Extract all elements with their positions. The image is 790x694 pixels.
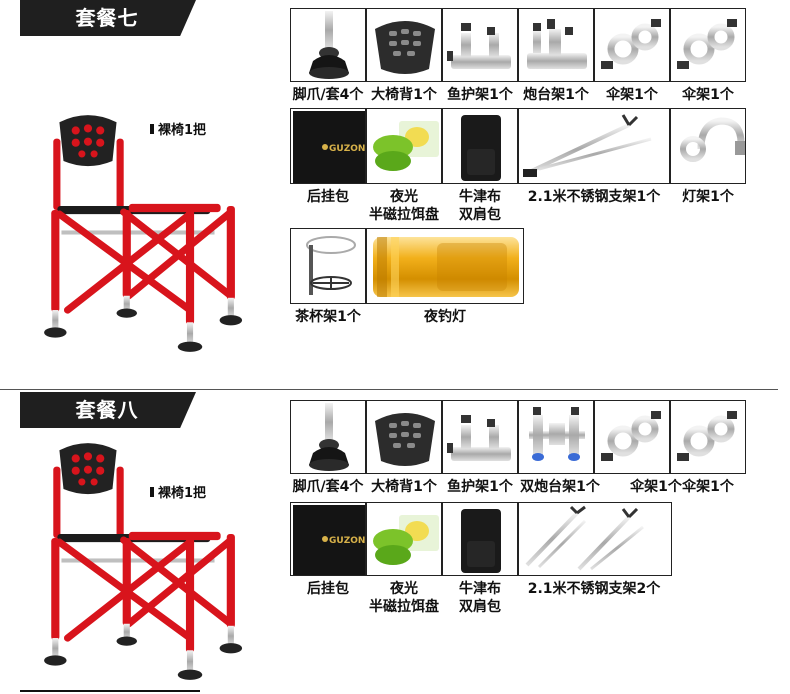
section-title: 套餐八 (75, 398, 139, 422)
package-seven-section: 套餐七 裸椅1把 脚爪/套4个 大椅背1个 (0, 0, 778, 390)
item-image-box (366, 108, 442, 184)
item-image-box (366, 400, 442, 474)
chair-image (24, 436, 254, 686)
item-image-box: GUZON (290, 108, 366, 184)
section-title: 套餐七 (75, 6, 139, 30)
item-label: 伞架1个 (606, 87, 658, 103)
bag-logo-text: GUZON (329, 536, 365, 546)
item-label: 双炮台架1个 (520, 479, 600, 495)
item-image-box (518, 502, 672, 576)
bare-chair-label: 裸椅1把 (150, 482, 206, 501)
item-image-box (290, 400, 366, 474)
item-image-box (366, 228, 524, 304)
bare-chair-label: 裸椅1把 (150, 119, 206, 138)
item-label: 鱼护架1个 (447, 479, 513, 495)
item-label: 炮台架1个 (523, 87, 589, 103)
chair-image (24, 108, 254, 358)
section-bottom-bar (20, 690, 200, 692)
item-image-box (366, 502, 442, 576)
item-label: 牛津布 双肩包 (459, 581, 501, 615)
section-header-bar (20, 0, 196, 36)
item-label: 后挂包 (307, 581, 349, 597)
item-label: 夜光 半磁拉饵盘 (369, 189, 439, 223)
item-image-box (670, 108, 746, 184)
item-image-box (670, 8, 746, 82)
section-header-bar (20, 392, 196, 428)
item-image-box (442, 8, 518, 82)
item-label: 茶杯架1个 (295, 309, 361, 325)
item-label: 后挂包 (307, 189, 349, 205)
item-image-box: GUZON (290, 502, 366, 576)
item-image-box (442, 108, 518, 184)
item-label: 大椅背1个 (371, 87, 437, 103)
package-eight-section: 套餐八 裸椅1把 脚爪/套4个 大椅背1个 (0, 392, 790, 694)
item-label: 夜光 半磁拉饵盘 (369, 581, 439, 615)
item-label: 伞架1个 (630, 479, 682, 495)
item-label: 脚爪/套4个 (292, 479, 364, 495)
item-image-box (670, 400, 746, 474)
item-label: 鱼护架1个 (447, 87, 513, 103)
item-image-box (518, 108, 670, 184)
item-image-box (290, 228, 366, 304)
item-image-box (442, 502, 518, 576)
item-label: 灯架1个 (682, 189, 734, 205)
item-image-box (290, 8, 366, 82)
item-label: 牛津布 双肩包 (459, 189, 501, 223)
item-image-box (366, 8, 442, 82)
bag-logo-text: GUZON (329, 144, 365, 154)
item-label: 伞架1个 (682, 87, 734, 103)
item-image-box (442, 400, 518, 474)
item-image-box (594, 8, 670, 82)
item-label: 伞架1个 (682, 479, 734, 495)
item-label: 夜钓灯 (424, 309, 466, 325)
item-label: 2.1米不锈钢支架1个 (527, 189, 661, 205)
item-label: 大椅背1个 (371, 479, 437, 495)
item-image-box (518, 8, 594, 82)
item-label: 脚爪/套4个 (292, 87, 364, 103)
section-divider (0, 389, 778, 390)
item-image-box (594, 400, 670, 474)
item-image-box (518, 400, 594, 474)
item-label: 2.1米不锈钢支架2个 (527, 581, 661, 597)
